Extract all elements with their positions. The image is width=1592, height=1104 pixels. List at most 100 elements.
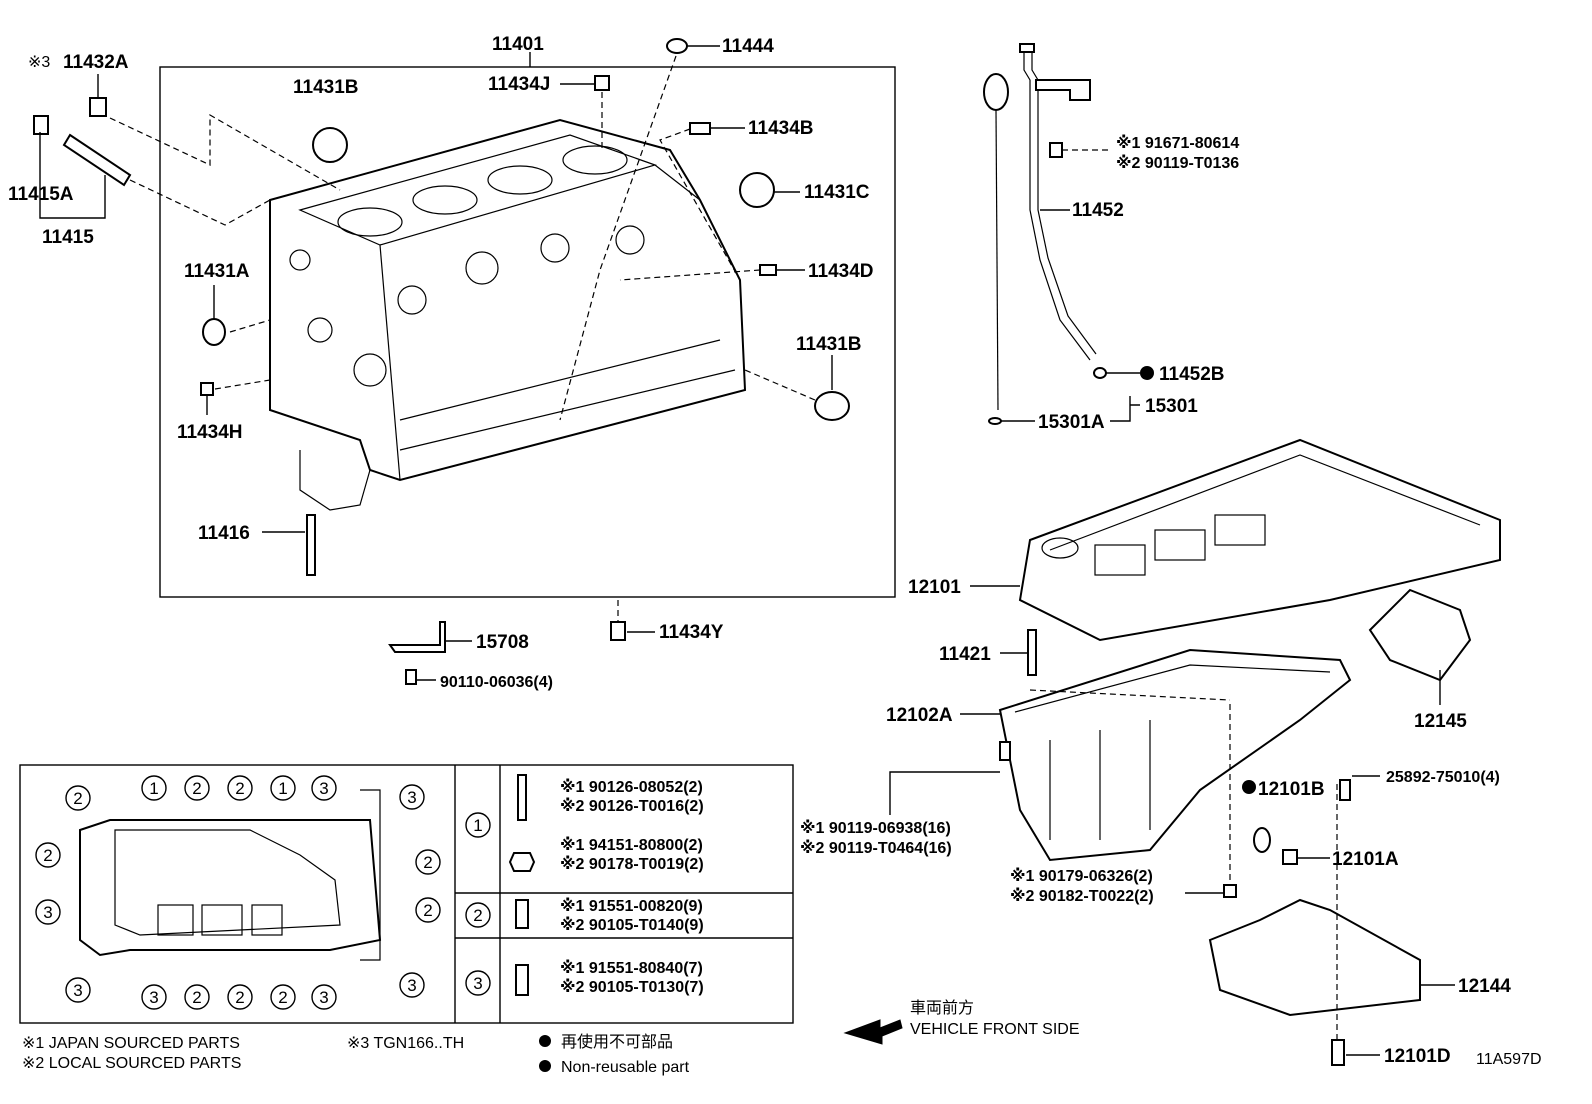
label-12145: 12145 — [1414, 711, 1467, 732]
svg-text:3: 3 — [319, 779, 328, 798]
label-11452: 11452 — [1072, 200, 1124, 221]
label-12144: 12144 — [1458, 976, 1511, 997]
label-25892: 25892-75010(4) — [1386, 769, 1500, 786]
legend-table: 1 2 3 ※1 90126-08052(2) ※2 90126-T0016(2… — [473, 778, 703, 996]
part-labels: 11401 11444 11434J ※3 11432A 11431B 1143… — [8, 34, 1542, 1068]
label-11415a: 11415A — [8, 184, 74, 205]
footnotes: ※1 JAPAN SOURCED PARTS ※2 LOCAL SOURCED … — [22, 999, 1080, 1076]
svg-text:2: 2 — [43, 846, 52, 865]
legend-line: ※2 90105-T0130(7) — [560, 978, 704, 996]
footnote-japan: ※1 JAPAN SOURCED PARTS — [22, 1035, 240, 1052]
legend-key-1: 1 — [473, 816, 482, 835]
label-11415: 11415 — [42, 227, 94, 248]
legend-keys — [465, 812, 491, 996]
gasket-12101b — [1253, 827, 1271, 853]
plug-11431a — [202, 318, 226, 346]
footnote-nonreuse-en: Non-reusable part — [561, 1059, 690, 1076]
fastener-layout-box — [19, 764, 794, 1024]
oil-pan-leaders — [889, 585, 1455, 1056]
nonreusable-bullet-icon — [1242, 780, 1256, 794]
label-11434y: 11434Y — [659, 622, 724, 643]
callout-dipstick-bolt-1: ※1 91671-80614 — [1116, 134, 1239, 152]
pan-layout-markers: 2 1 2 2 1 3 3 2 3 3 2 2 3 3 2 2 2 3 — [35, 775, 441, 1010]
nonreusable-bullet-icon — [539, 1035, 551, 1047]
block-small-parts — [33, 38, 850, 685]
legend-line: ※1 94151-80800(2) — [560, 836, 703, 854]
oil-pan-lower-drawing — [998, 629, 1421, 1066]
front-label-jp: 車両前方 — [910, 999, 974, 1017]
svg-text:2: 2 — [235, 779, 244, 798]
bolt-11416 — [306, 514, 316, 576]
plug-11434b — [689, 122, 711, 135]
oil-pan-upper-drawing — [1018, 438, 1501, 682]
label-12101: 12101 — [908, 577, 961, 598]
label-11431a: 11431A — [184, 261, 250, 282]
svg-text:3: 3 — [407, 788, 416, 807]
bolt-12101d — [1331, 1039, 1345, 1066]
legend-line: ※2 90105-T0140(9) — [560, 916, 704, 934]
svg-text:2: 2 — [423, 853, 432, 872]
footnote-local: ※2 LOCAL SOURCED PARTS — [22, 1055, 241, 1072]
svg-text:2: 2 — [235, 988, 244, 1007]
label-11434h: 11434H — [177, 422, 243, 443]
diagram-id: 11A597D — [1476, 1051, 1542, 1068]
plug-12101a — [1282, 849, 1298, 865]
nonreusable-bullet-icon — [1140, 366, 1154, 380]
label-11434d: 11434D — [808, 261, 874, 282]
baffle-12144 — [1208, 898, 1421, 1017]
svg-text:2: 2 — [423, 901, 432, 920]
label-11434b: 11434B — [748, 118, 814, 139]
legend-key-2: 2 — [473, 906, 482, 925]
block-leaders — [39, 45, 833, 681]
label-11401: 11401 — [492, 34, 544, 55]
label-11444: 11444 — [722, 36, 774, 57]
block-group-frame — [159, 66, 896, 598]
legend-line: ※2 90178-T0019(2) — [560, 855, 704, 873]
label-15708: 15708 — [476, 632, 529, 653]
callout-pan-bolt-1: ※1 90119-06938(16) — [800, 819, 951, 837]
bolt-11415a — [33, 115, 49, 135]
bolt-90110 — [405, 669, 417, 685]
plug-11431c — [739, 172, 775, 208]
block-dashed-leaders — [109, 55, 816, 622]
front-label-en: VEHICLE FRONT SIDE — [910, 1021, 1080, 1038]
label-11416: 11416 — [198, 523, 250, 544]
bolt-pan — [999, 741, 1011, 761]
plug-11434j — [594, 75, 610, 91]
svg-text:2: 2 — [278, 988, 287, 1007]
pan-outline-inset — [79, 819, 382, 957]
pipe-11415 — [62, 133, 132, 187]
callout-dipstick-bolt-2: ※2 90119-T0136 — [1116, 154, 1239, 172]
label-11452b: 11452B — [1159, 364, 1225, 385]
nonreusable-bullet-icon — [539, 1060, 551, 1072]
pipe-15708 — [388, 621, 446, 653]
stud-11421 — [1027, 629, 1037, 676]
svg-text:3: 3 — [149, 988, 158, 1007]
stud-25892 — [1339, 779, 1351, 801]
plug-11434d — [759, 264, 777, 276]
dipstick-drawing — [983, 43, 1107, 425]
footnote-tgn: ※3 TGN166..TH — [347, 1035, 464, 1052]
callout-pan-nut-1: ※1 90179-06326(2) — [1010, 867, 1153, 885]
label-12101d: 12101D — [1384, 1046, 1451, 1067]
label-15301a: 15301A — [1038, 412, 1105, 433]
label-11431b-right: 11431B — [796, 334, 862, 355]
svg-text:1: 1 — [149, 779, 158, 798]
svg-text:2: 2 — [73, 789, 82, 808]
label-12101a: 12101A — [1332, 849, 1399, 870]
bolt-11432a — [89, 97, 107, 117]
label-11431b-top: 11431B — [293, 77, 359, 98]
label-mark3: ※3 — [28, 54, 50, 71]
seal-11444 — [666, 38, 688, 54]
legend-line: ※2 90126-T0016(2) — [560, 797, 704, 815]
svg-text:2: 2 — [192, 988, 201, 1007]
front-arrow-icon — [843, 1019, 903, 1045]
svg-text:1: 1 — [278, 779, 287, 798]
svg-text:3: 3 — [407, 976, 416, 995]
label-12101b: 12101B — [1258, 779, 1325, 800]
svg-text:2: 2 — [192, 779, 201, 798]
svg-text:3: 3 — [319, 988, 328, 1007]
svg-text:3: 3 — [43, 903, 52, 922]
nut-pan — [1223, 884, 1237, 898]
